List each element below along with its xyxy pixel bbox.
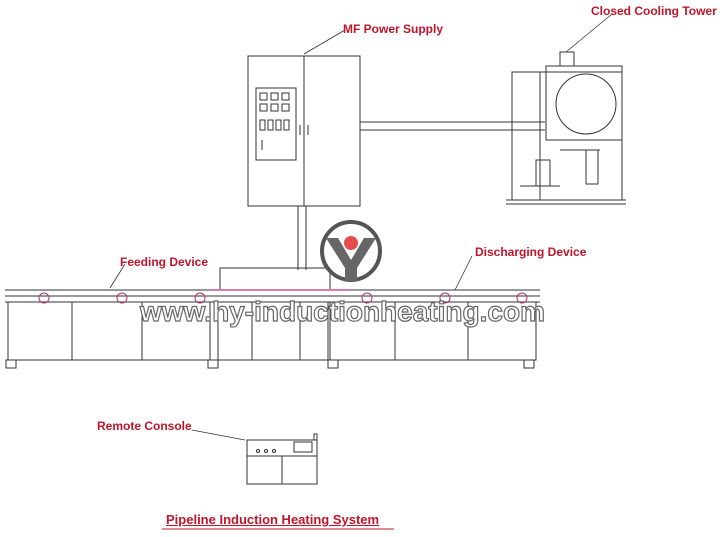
remote-console-label: Remote Console [97,419,192,433]
conveyor-line [5,267,540,369]
feeding-device-label: Feeding Device [120,255,209,269]
mf-power-supply-cabinet [247,55,361,207]
discharging-device-label: Discharging Device [475,245,587,259]
remote-console [246,433,318,485]
closed-cooling-tower [506,51,626,205]
company-logo [320,220,382,282]
mf-power-supply-label: MF Power Supply [343,22,444,36]
watermark-text: www.hy-inductionheating.com [139,295,545,327]
diagram-title: Pipeline Induction Heating System [166,512,380,527]
closed-cooling-tower-label: Closed Cooling Tower [591,4,717,18]
